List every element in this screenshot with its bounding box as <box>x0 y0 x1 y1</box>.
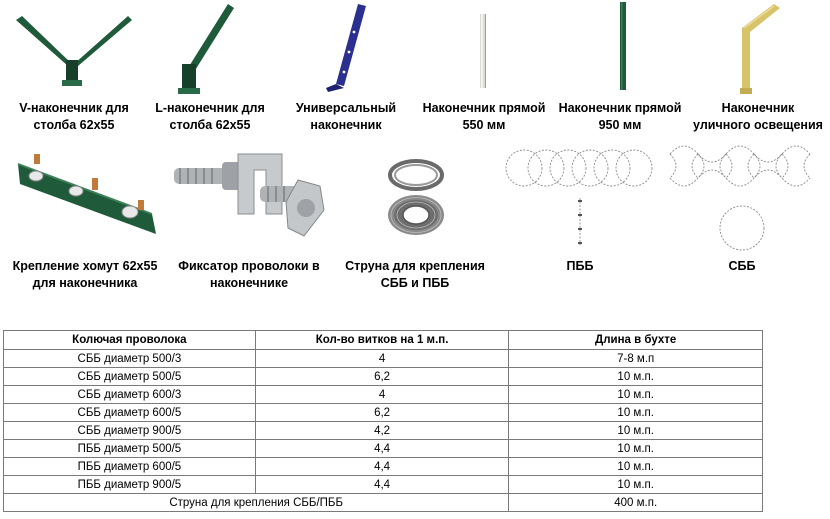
cell-wire: ПББ диаметр 500/5 <box>3 439 256 458</box>
pbb-image <box>505 149 653 246</box>
cell-length: 10 м.п. <box>508 457 763 476</box>
column-header-turns: Кол-во витков на 1 м.п. <box>254 330 510 350</box>
clamp-mount-image <box>17 154 156 234</box>
cell-length: 10 м.п. <box>508 367 763 386</box>
table-footer-row: Струна для крепления СББ/ПББ 400 м.п. <box>2 493 763 512</box>
cell-string-length: 400 м.п. <box>508 493 763 512</box>
cell-turns: 4 <box>254 349 510 368</box>
cell-length: 10 м.п. <box>508 385 763 404</box>
streetlight-tip-image <box>740 4 780 94</box>
cell-turns: 4,4 <box>254 457 510 476</box>
cell-turns: 4,2 <box>254 421 510 440</box>
cell-wire: ПББ диаметр 900/5 <box>3 475 256 494</box>
l-tip-image <box>178 4 234 94</box>
cell-turns: 4 <box>254 385 510 404</box>
column-header-length: Длина в бухте <box>508 330 763 350</box>
cell-turns: 6,2 <box>254 403 510 422</box>
barbed-wire-table: Колючая проволока Кол-во витков на 1 м.п… <box>2 330 763 512</box>
universal-tip-image <box>326 4 366 92</box>
cell-wire: СББ диаметр 600/3 <box>3 385 256 404</box>
cell-wire: СББ диаметр 900/5 <box>3 421 256 440</box>
cell-wire: СББ диаметр 500/3 <box>3 349 256 368</box>
cell-length: 10 м.п. <box>508 439 763 458</box>
cell-turns: 6,2 <box>254 367 510 386</box>
cell-wire: СББ диаметр 500/5 <box>3 367 256 386</box>
table-header-row: Колючая проволока Кол-во витков на 1 м.п… <box>3 330 763 350</box>
sbb-image <box>669 145 811 251</box>
straight-tip-550-image <box>480 14 486 88</box>
wire-fixator-image <box>174 153 325 237</box>
cell-length: 7-8 м.п <box>508 349 763 368</box>
pbb-label: ПББ <box>566 259 594 273</box>
cell-turns: 4,4 <box>254 439 510 458</box>
sbb-label: СББ <box>728 259 756 273</box>
cell-wire: СББ диаметр 600/5 <box>3 403 256 422</box>
v-tip-image <box>16 16 132 86</box>
straight-tip-950-image <box>620 2 626 90</box>
cell-length: 10 м.п. <box>508 421 763 440</box>
cell-turns: 4,4 <box>254 475 510 494</box>
cell-length: 10 м.п. <box>508 403 763 422</box>
string-image <box>388 159 444 235</box>
cell-string-label: Струна для крепления СББ/ПББ <box>2 493 510 512</box>
cell-wire: ПББ диаметр 600/5 <box>3 457 256 476</box>
cell-length: 10 м.п. <box>508 475 763 494</box>
column-header-wire: Колючая проволока <box>3 330 256 350</box>
